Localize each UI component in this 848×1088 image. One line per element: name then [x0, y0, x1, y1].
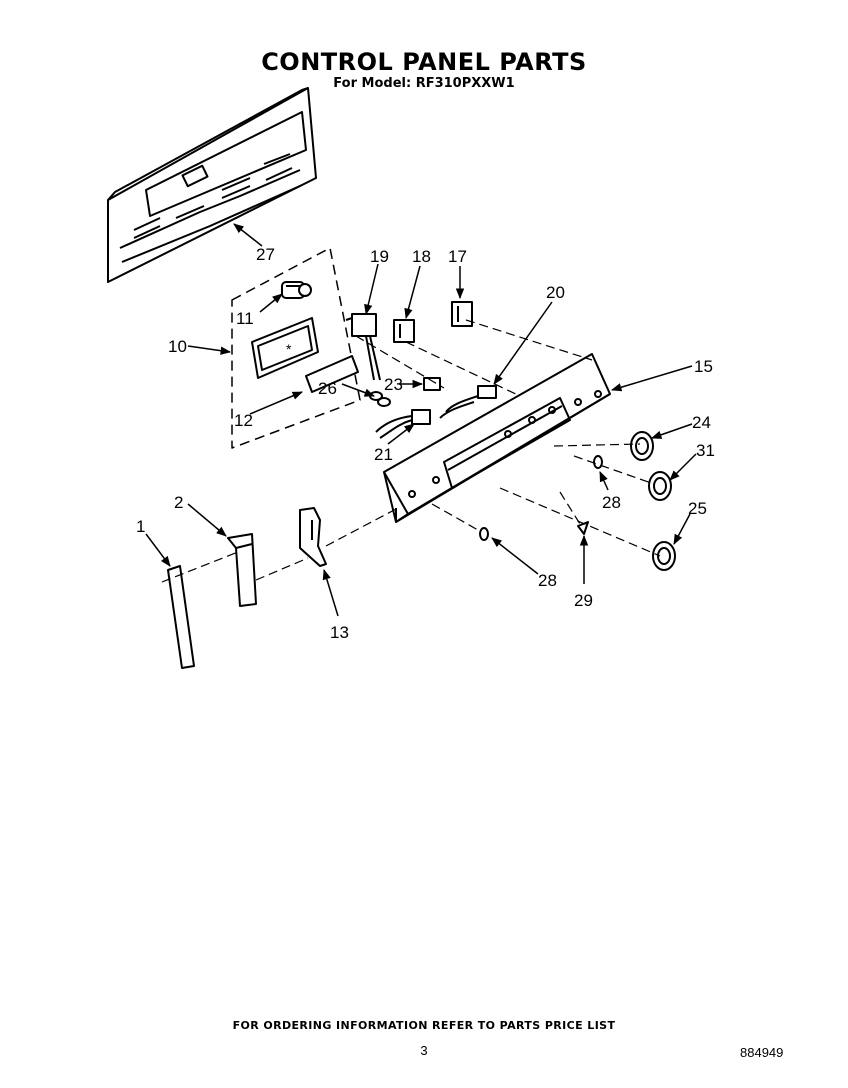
callout-1: 1 — [136, 517, 145, 536]
callout-19: 19 — [370, 247, 389, 266]
svg-text:*: * — [286, 341, 292, 357]
timer-knob — [281, 281, 312, 299]
switch-19 — [345, 313, 381, 381]
spring-clip-upper — [593, 455, 603, 469]
callout-17: 17 — [448, 247, 467, 266]
control-panel-housing — [383, 353, 611, 523]
spring-clip-lower — [479, 527, 489, 541]
timer-lens — [305, 355, 359, 393]
callout-13: 13 — [330, 623, 349, 642]
wiring-harness-21 — [375, 409, 431, 439]
callout-27: 27 — [256, 245, 275, 264]
switch-17 — [451, 301, 473, 327]
page-title: CONTROL PANEL PARTS — [261, 48, 587, 76]
end-trim-1 — [167, 565, 195, 669]
end-bracket-13 — [299, 507, 327, 567]
callout-18: 18 — [412, 247, 431, 266]
clock-timer: * — [251, 317, 319, 379]
callout-12: 12 — [234, 411, 253, 430]
switch-18 — [393, 319, 415, 343]
callout-15: 15 — [694, 357, 713, 376]
callout-23: 23 — [384, 375, 403, 394]
terminal-block-23 — [423, 377, 441, 391]
callout-28-upper: 28 — [602, 493, 621, 512]
connector-20 — [477, 385, 497, 399]
callout-28-lower: 28 — [538, 571, 557, 590]
callout-11: 11 — [236, 309, 254, 328]
callout-10: 10 — [168, 337, 187, 356]
callout-26: 26 — [318, 379, 337, 398]
callout-2: 2 — [174, 493, 183, 512]
document-number: 884949 — [740, 1045, 784, 1060]
callout-31: 31 — [696, 441, 715, 460]
callout-21: 21 — [374, 445, 393, 464]
callout-25: 25 — [688, 499, 707, 518]
clip-29 — [577, 521, 589, 535]
model-subtitle: For Model: RF310PXXW1 — [333, 76, 515, 91]
alignment-lines — [161, 319, 661, 583]
callout-24: 24 — [692, 413, 711, 432]
backguard-panel — [107, 87, 317, 283]
leader-arrows — [145, 223, 697, 617]
page-number: 3 — [420, 1043, 428, 1058]
knob-25 — [652, 541, 676, 571]
ordering-info-note: FOR ORDERING INFORMATION REFER TO PARTS … — [232, 1019, 616, 1032]
callout-20: 20 — [546, 283, 565, 302]
knob-31 — [648, 471, 672, 501]
timer-assembly-dashed-box — [231, 247, 361, 449]
knob-24 — [630, 431, 654, 461]
callout-29: 29 — [574, 591, 593, 610]
wire-harness — [439, 395, 479, 419]
bracket-26 — [369, 391, 391, 407]
end-cap-2 — [227, 533, 257, 607]
